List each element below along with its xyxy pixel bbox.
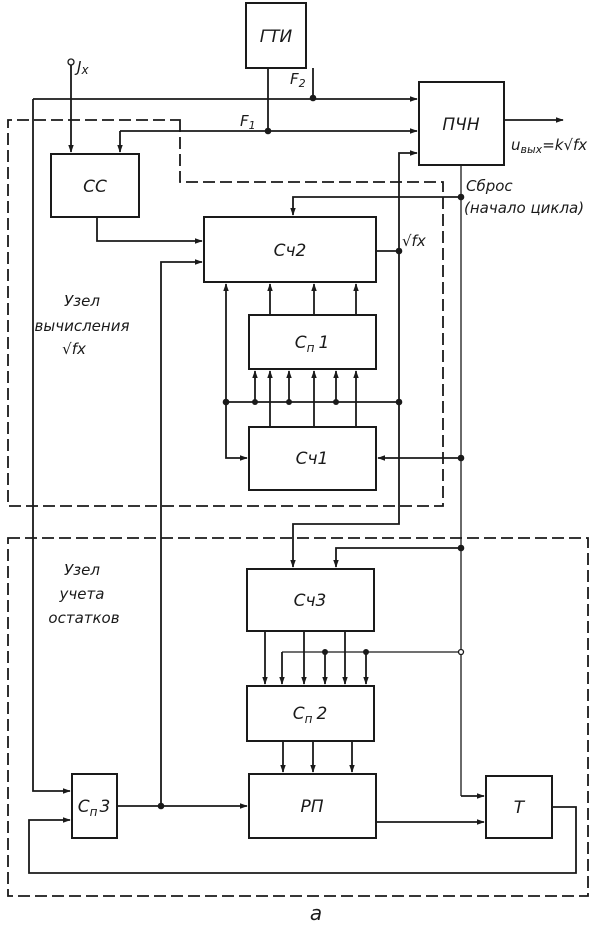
label-remainder-node-2: учета <box>59 585 105 603</box>
label-ss: СС <box>83 177 107 197</box>
label-reset: Сброс <box>466 177 513 195</box>
label-compute-node-3: √fx <box>62 340 86 358</box>
block-sm2 <box>246 685 375 742</box>
wire-sqrt-to-pchn <box>398 150 418 251</box>
block-sch2 <box>203 216 377 283</box>
wire-reset-to-sch3 <box>333 547 461 568</box>
block-ss <box>50 153 140 218</box>
label-t: Т <box>514 798 526 818</box>
label-remainder-node-1: Узел <box>64 561 100 579</box>
block-sm3 <box>71 773 118 839</box>
block-sm1 <box>248 314 377 370</box>
label-sch3: Сч3 <box>294 591 327 611</box>
label-remainder-node-3: остатков <box>48 609 119 627</box>
label-sqrt-fx: √fx <box>402 232 426 250</box>
label-sch1: Сч1 <box>296 449 329 469</box>
wire-ss-to-sch2 <box>96 217 203 244</box>
label-pchn: ПЧН <box>442 115 479 135</box>
junction-f2 <box>309 94 317 102</box>
label-compute-node-1: Узел <box>64 292 100 310</box>
block-rp <box>248 773 377 839</box>
block-t <box>485 775 553 839</box>
label-f2: F2 <box>290 70 306 90</box>
label-f1: F1 <box>240 112 256 132</box>
remainder-node-boundary <box>7 537 589 897</box>
block-sch3 <box>246 568 375 632</box>
block-gti <box>245 2 307 69</box>
junction-reset-sm2 <box>457 648 465 656</box>
jx-input-terminal <box>67 58 75 66</box>
wire-sm3-to-sch2 <box>160 259 203 806</box>
label-jx: Jx <box>74 58 89 77</box>
compute-node-boundary <box>7 119 444 507</box>
label-gti: ГТИ <box>260 27 293 47</box>
figure-caption: а <box>310 901 322 925</box>
wire-bus-to-sch1 <box>225 402 248 461</box>
label-output: uвых=k√fx <box>511 136 587 156</box>
wire-sqrt-to-sch3 <box>290 402 400 568</box>
label-rp: РП <box>300 797 323 817</box>
label-sch2: Сч2 <box>274 241 307 261</box>
label-reset-note: (начало цикла) <box>464 199 584 217</box>
wire-t-feedback-to-sm3 <box>28 806 577 874</box>
wire-f2-to-sm3 <box>32 99 71 794</box>
wire-reset-to-sch2 <box>290 196 461 216</box>
block-sch1 <box>248 426 377 491</box>
junction-bus-right <box>395 398 403 406</box>
label-compute-node-2: вычисления <box>35 317 130 335</box>
